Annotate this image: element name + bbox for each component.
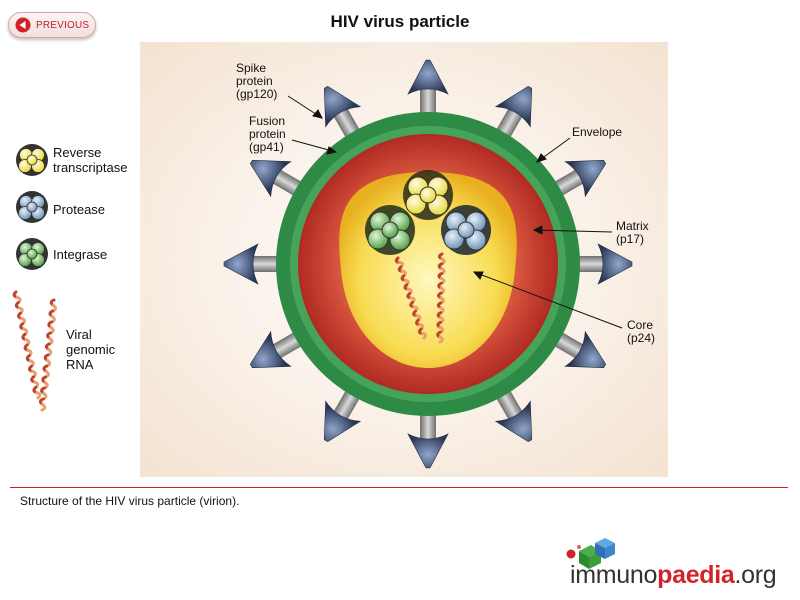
legend-reverse-transcriptase-icon — [16, 144, 48, 176]
legend-rna-strand-2 — [38, 298, 58, 412]
legend-rna-strand-1 — [12, 290, 42, 400]
fusion-protein-label: Fusion protein (gp41) — [249, 114, 286, 154]
viral-rna-strands — [394, 252, 446, 344]
logo-part-immuno: immuno — [570, 561, 658, 589]
previous-button[interactable]: PREVIOUS — [8, 12, 96, 38]
integrase-cluster — [365, 205, 415, 255]
rna-strand-right — [436, 252, 446, 344]
legend-viral-rna-label: Viral genomic RNA — [66, 327, 116, 372]
legend-integrase-icon — [16, 238, 48, 270]
legend-protease-icon — [16, 191, 48, 223]
rna-strand-left — [394, 256, 428, 340]
matrix-label: Matrix (p17) — [616, 219, 649, 246]
immunopaedia-logo-icon — [566, 538, 615, 569]
immunopaedia-logo-text[interactable]: immunopaedia.org — [570, 561, 777, 590]
legend-reverse-transcriptase-label: Reverse transcriptase — [53, 145, 128, 175]
legend-integrase-label: Integrase — [53, 247, 108, 262]
caption-divider — [10, 487, 788, 488]
reverse-transcriptase-cluster — [403, 170, 453, 220]
previous-arrow-icon — [15, 17, 31, 33]
legend-protease-label: Protease — [53, 202, 106, 217]
logo-part-org: .org — [734, 561, 777, 589]
logo-part-paedia: paedia — [657, 561, 735, 589]
page-title: HIV virus particle — [330, 12, 470, 31]
previous-button-label: PREVIOUS — [36, 19, 90, 31]
envelope-label: Envelope — [572, 125, 623, 139]
protease-cluster — [441, 205, 491, 255]
core-label: Core (p24) — [627, 318, 656, 345]
legend-viral-rna-icon — [12, 290, 58, 412]
label-leader-lines — [287, 95, 623, 329]
figure-caption: Structure of the HIV virus particle (vir… — [20, 494, 240, 508]
spike-protein-label: Spike protein (gp120) — [236, 61, 278, 101]
